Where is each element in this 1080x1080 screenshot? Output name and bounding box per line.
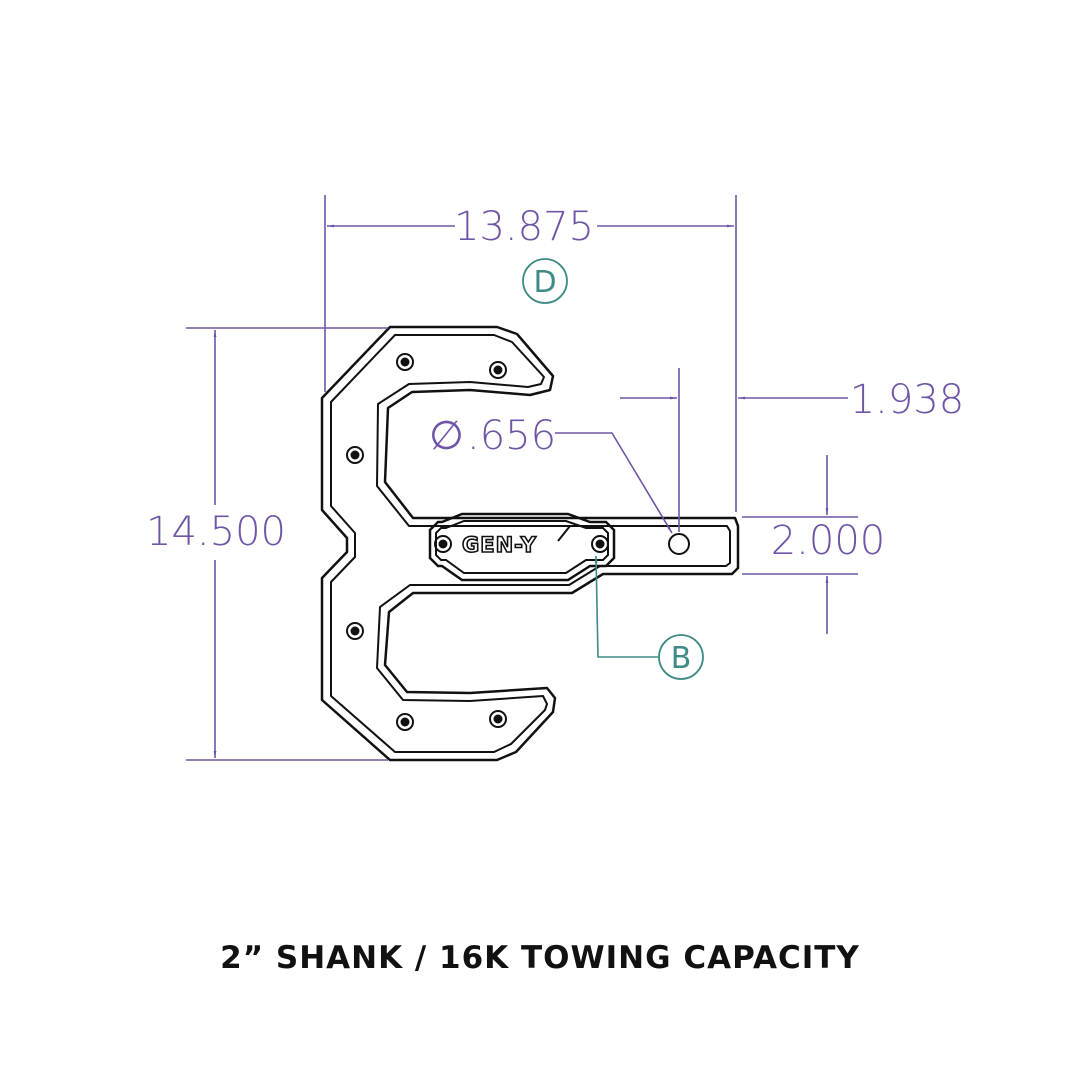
pin-hole [668, 533, 690, 555]
bolt-hole [396, 353, 414, 371]
logo-plate-outer [428, 512, 616, 582]
bolt-hole [489, 361, 507, 379]
bolt-hole [591, 535, 609, 553]
plate-outer-edge [320, 325, 740, 762]
dimension-lines [186, 195, 858, 761]
callout-d-label: D [533, 265, 556, 300]
dim-overall-height: 14.500 [146, 509, 286, 555]
dim-shank-offset: 1.938 [850, 377, 965, 423]
caption: 2” SHANK / 16K TOWING CAPACITY [220, 940, 860, 976]
callout-b-label: B [671, 641, 692, 676]
dim-shank-height: 2.000 [771, 518, 886, 564]
bolt-hole [489, 710, 507, 728]
dim-pin-hole-diameter: .656 [467, 413, 556, 459]
hitch-plate-outline [320, 325, 740, 762]
bolt-holes [346, 353, 609, 731]
logo-check-icon [557, 525, 571, 542]
dim-overall-width: 13.875 [454, 204, 594, 250]
bolt-hole [346, 622, 364, 640]
bolt-hole [434, 535, 452, 553]
logo-text: GEN-Y [462, 533, 537, 557]
plate-inner-edge [330, 334, 731, 753]
callout-b: B [594, 555, 704, 680]
callout-d: D [522, 258, 568, 304]
bolt-hole [346, 446, 364, 464]
diameter-symbol-icon: ∅ [429, 413, 464, 459]
bolt-hole [396, 713, 414, 731]
